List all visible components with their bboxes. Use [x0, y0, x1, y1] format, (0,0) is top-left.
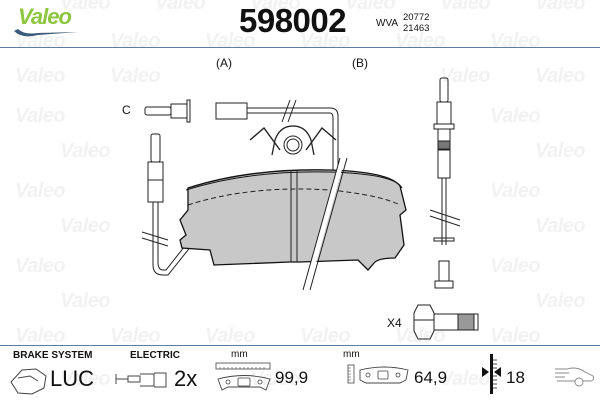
width-unit: mm	[231, 349, 248, 360]
wear-sensor-a-icon	[144, 99, 339, 195]
electric-value: 2x	[174, 366, 198, 391]
header-divider	[0, 47, 600, 48]
wear-sensor-icon	[115, 372, 167, 388]
height-value: 64,9	[414, 368, 448, 387]
logo-swoosh-icon	[14, 29, 78, 37]
wva-number: 21463	[403, 23, 430, 34]
pad-height-icon	[347, 364, 409, 384]
part-number: 598002	[239, 2, 347, 39]
pad-width-icon	[215, 362, 271, 391]
wva-label: WVA	[376, 18, 399, 29]
thickness-icon	[482, 354, 501, 394]
height-unit: mm	[343, 349, 360, 360]
electric-title: ELECTRIC	[130, 350, 180, 361]
wear-sensor-c-icon	[429, 77, 461, 289]
label-b: (B)	[352, 56, 368, 70]
label-c: C	[122, 103, 131, 117]
footer-divider	[0, 345, 600, 346]
thickness-value: 18	[506, 368, 525, 387]
bolt-quantity: X4	[387, 316, 402, 330]
brake-pad-body	[179, 169, 407, 271]
label-a: (A)	[216, 56, 232, 70]
wva-number: 20772	[403, 12, 430, 23]
valeo-logo: Valeo	[12, 4, 82, 38]
car-icon	[555, 367, 595, 387]
brake-pad-drawing	[141, 77, 479, 340]
bolt-icon	[413, 304, 479, 340]
caliper-icon	[10, 368, 47, 395]
brake-system-value: LUC	[50, 366, 95, 391]
brake-system-title: BRAKE SYSTEM	[13, 350, 93, 361]
width-value: 99,9	[275, 368, 309, 387]
logo-text: Valeo	[18, 4, 72, 29]
